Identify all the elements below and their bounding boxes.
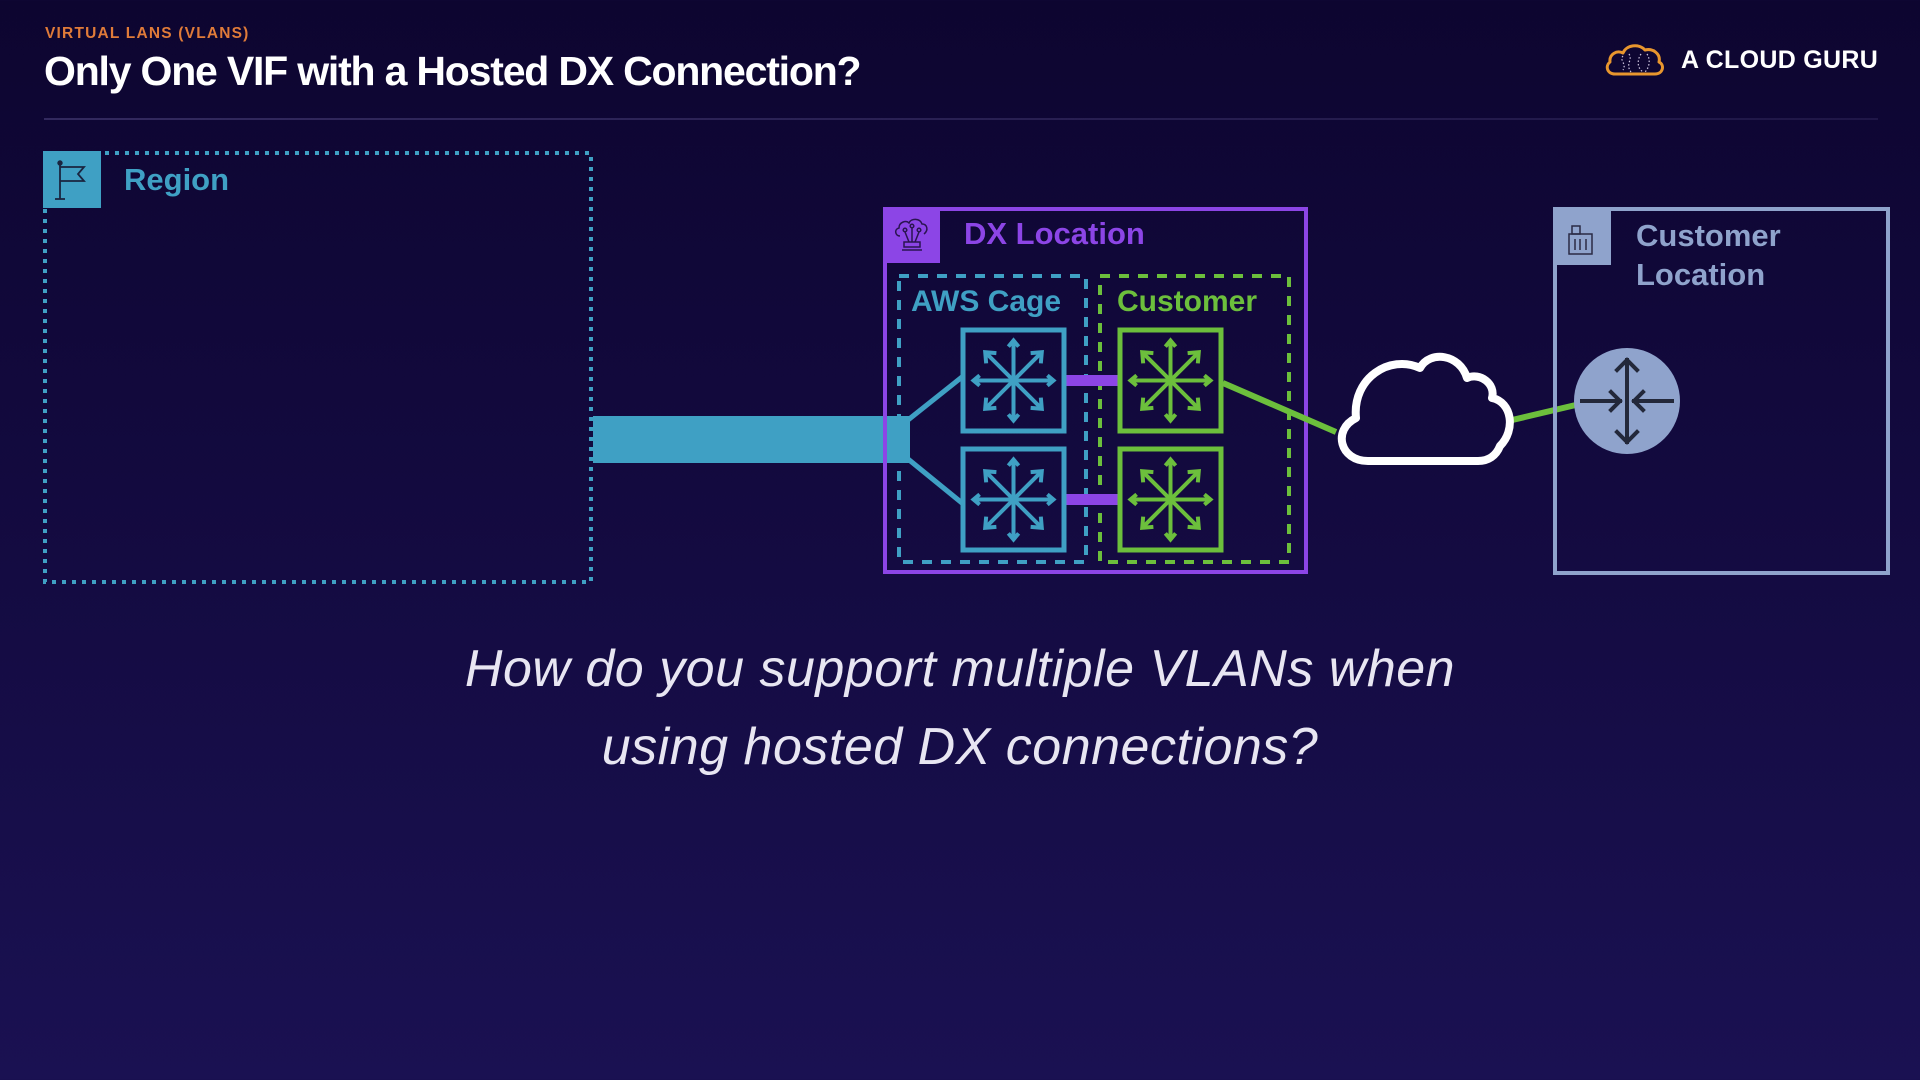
customer-cage-label: Customer [1117, 285, 1258, 318]
header-divider [44, 118, 1878, 120]
aws-cage-boundary [897, 274, 1088, 564]
question-text: How do you support multiple VLANs when u… [0, 630, 1920, 786]
dx-location-boundary [883, 207, 1308, 574]
brand-logo: A CLOUD GURU [1603, 38, 1903, 82]
switch-arrows-icon [970, 456, 1057, 543]
cross-connect-1[interactable] [1066, 375, 1118, 386]
dx-location-label: DX Location [964, 216, 1145, 251]
question-line-2: using hosted DX connections? [601, 718, 1319, 776]
building-icon [1568, 225, 1593, 255]
cloud-guru-logo-icon [1605, 44, 1664, 76]
link-internet-customer-location [1507, 401, 1581, 424]
cloud-network-icon [895, 218, 928, 251]
switch-arrows-icon [970, 337, 1057, 424]
router-arrows-icon [1580, 357, 1674, 445]
switch-arrows-icon [1127, 337, 1214, 424]
region-label: Region [124, 162, 230, 197]
cloud-icon[interactable] [1337, 352, 1514, 465]
aws-router-2[interactable] [960, 446, 1067, 553]
question-line-1: How do you support multiple VLANs when [464, 640, 1456, 698]
customer-cage-boundary [1098, 274, 1291, 564]
customer-router-1[interactable] [1117, 327, 1224, 434]
customer-location-label: Customer Location [1636, 216, 1886, 294]
switch-arrows-icon [1127, 456, 1214, 543]
customer-location-label-line1: Customer [1636, 218, 1781, 253]
slide-title: Only One VIF with a Hosted DX Connection… [44, 48, 862, 94]
link-aws-router-2 [906, 457, 964, 505]
region-group [43, 151, 593, 584]
aws-cage-label: AWS Cage [911, 285, 1062, 318]
customer-location-label-line2: Location [1636, 257, 1766, 292]
dx-location-group [883, 207, 1308, 574]
link-aws-router-1 [906, 375, 964, 422]
customer-location-boundary [1553, 207, 1890, 575]
cross-connect-2[interactable] [1066, 494, 1118, 505]
link-customer-router-internet [1221, 380, 1338, 435]
customer-location-icon-tile [1555, 209, 1611, 265]
brand-name: A CLOUD GURU [1681, 45, 1879, 74]
region-boundary [43, 151, 593, 584]
region-icon-tile [43, 151, 101, 208]
aws-router-1[interactable] [960, 327, 1067, 434]
flag-icon [55, 160, 86, 200]
customer-location-group [1553, 207, 1890, 575]
section-eyebrow: VIRTUAL LANS (VLANS) [45, 25, 250, 42]
dx-connection-bar[interactable] [593, 416, 910, 463]
customer-router-2[interactable] [1117, 446, 1224, 553]
